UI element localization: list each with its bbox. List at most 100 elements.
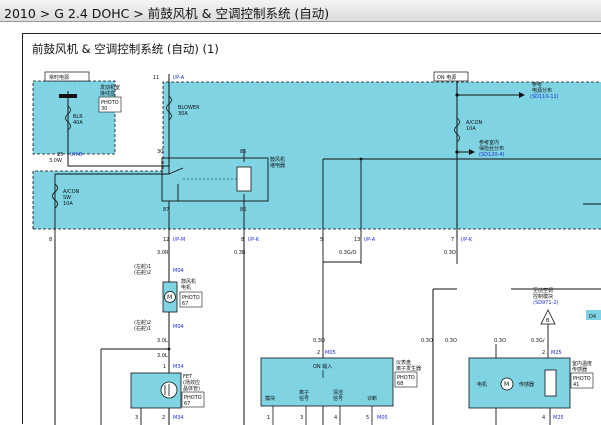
acon-sw-name-2: SW <box>63 195 71 201</box>
fuse-box-photo-no: 30 <box>101 106 107 112</box>
bottom-conn-6: I/P-K <box>461 237 473 243</box>
junction-outline <box>32 81 601 230</box>
fet-label-3: 晶体管) <box>183 385 200 392</box>
acon-fuse-name: A/CON <box>466 120 483 126</box>
fuse-box-fill <box>32 80 116 155</box>
ion-sub-module: 模块 <box>265 395 275 402</box>
blower-pin-top-2: (右舵)2 <box>134 269 151 276</box>
breadcrumb[interactable]: 2010 > G 2.4 DOHC > 前鼓风机 & 空调控制系统 (自动) <box>4 6 330 21</box>
sensor-pin-top: 2 <box>542 350 545 356</box>
ion-sub-clean-1: 清洁 <box>333 389 343 396</box>
sensor-pin-bot: 4 <box>542 415 545 421</box>
wire-03g: 0.3G/ <box>531 338 545 344</box>
diagram-frame: 前鼓风机 & 空调控制系统 (自动) (1) 常时电源 BLR 40A 发动机室… <box>22 33 601 425</box>
fet-photo-no: 67 <box>184 401 190 407</box>
top-pin: 11 <box>153 75 159 81</box>
relay-label-1: 鼓风机 <box>270 156 285 163</box>
svg-text:M: M <box>504 381 509 388</box>
edge-text: D4 <box>589 314 596 320</box>
wire-3l-b: 3.0L <box>157 353 168 359</box>
bottom-conn-5: I/P-A <box>364 237 376 243</box>
sensor-ref-code: (SD971-2) <box>533 300 559 306</box>
ion-label-1: 仪表盘 <box>396 359 411 366</box>
ion-pin-1: 1 <box>267 415 270 421</box>
wire-3r: 3.0R <box>157 250 169 256</box>
blower-photo-no: 67 <box>182 301 188 307</box>
fuse-box-header <box>44 71 90 82</box>
sensor-ref-1: 至前空调 <box>533 287 553 294</box>
fuse-box-wire: 3.0W <box>49 158 62 164</box>
svg-text:M: M <box>167 294 172 301</box>
blower-pin-bot-2: (右舵)1 <box>134 325 151 332</box>
bottom-conn-2: I/P-M <box>173 237 185 243</box>
fet-label-2: (场效应 <box>183 379 200 386</box>
fet-pin: 1 <box>163 364 166 370</box>
fuse-box-note-2: 接线盒 <box>100 90 115 97</box>
ref1-text-1: 参考 <box>532 81 542 88</box>
bottom-pin-3: 8 <box>241 237 244 243</box>
ion-photo: PHOTO <box>397 375 415 381</box>
sensor-photo-no: 41 <box>573 382 579 388</box>
wire-03o-e: 0.3O <box>494 338 506 344</box>
wire-03go: 0.3G/O <box>339 250 357 256</box>
wire-03o-a: 0.3O <box>444 250 456 256</box>
wire-3l-a: 3.0L <box>157 338 168 344</box>
ion-pin-4: 4 <box>334 415 337 421</box>
ion-sub-ion-2: 信号 <box>299 395 309 402</box>
top-bar: 2010 > G 2.4 DOHC > 前鼓风机 & 空调控制系统 (自动) <box>0 0 601 22</box>
sensor-motor: 电机 <box>477 381 487 388</box>
ion-label-2: 离子发生器 <box>396 365 421 372</box>
ref2-code: (SD120-4) <box>479 152 505 158</box>
fuse-box-photo: PHOTO <box>101 100 119 106</box>
wire-03o-b: 0.3O <box>313 338 325 344</box>
ion-conn: M05 <box>325 350 336 356</box>
acon-fuse-rating: 10A <box>466 126 476 132</box>
blower-conn-bot: M04 <box>173 324 184 330</box>
ion-pin-5: 5 <box>366 415 369 421</box>
ion-sub-clean-2: 信号 <box>333 395 343 402</box>
ion-sub-diag: 诊断 <box>367 395 377 402</box>
fet-pin-3: 3 <box>135 415 138 421</box>
sensor-photo: PHOTO <box>573 376 591 382</box>
ref2-text-2: 保险丝分布 <box>479 145 504 152</box>
fet-conn: M34 <box>173 364 184 370</box>
ion-pin-conn: M05 <box>377 415 388 421</box>
junction-fill-bottom <box>33 171 601 229</box>
bottom-pin-4: 5 <box>320 237 323 243</box>
fuse-box-conn: UH-B <box>70 152 83 158</box>
blower-label-2: 电机 <box>181 284 191 291</box>
edge-tab <box>586 310 601 320</box>
ref1-text-2: 电源分布 <box>532 87 552 94</box>
wire-03o-c: 0.3O <box>421 338 433 344</box>
sensor-ref-2: 控制模块 <box>533 293 553 300</box>
wire-03b: 0.3B <box>234 250 246 256</box>
blower-label-1: 鼓风机 <box>181 278 196 285</box>
ion-pin: 2 <box>317 350 320 356</box>
sensor-label-1: 室内温度 <box>572 360 592 367</box>
junction-fill-top <box>163 82 601 171</box>
bottom-pin-2: 12 <box>163 237 169 243</box>
diagram-title: 前鼓风机 & 空调控制系统 (自动) (1) <box>32 42 219 56</box>
ion-photo-no: 68 <box>397 381 403 387</box>
ion-box <box>260 357 394 407</box>
ion-pin-3: 3 <box>300 415 303 421</box>
blower-pin-top-1: (左舵)1 <box>134 263 151 270</box>
fet-label-1: FET <box>183 374 193 380</box>
acon-sw-rating: 10A <box>63 201 73 207</box>
relay-pin-30: 30 <box>157 149 163 155</box>
acon-sw-name-1: A/CON <box>63 189 80 195</box>
wiring-diagram: 常时电源 BLR 40A 发动机室 接线盒 PHOTO 30 25 UH-B 3… <box>32 71 601 425</box>
ref2-text-1: 参考室内 <box>479 139 499 146</box>
fuse-blr-name: BLR <box>73 114 83 120</box>
bottom-pin-5: 13 <box>354 237 360 243</box>
blower-conn-top: M04 <box>173 268 184 274</box>
ion-sub-ion-1: 离子 <box>299 389 309 396</box>
blower-pin-bot-1: (左舵)2 <box>134 319 151 326</box>
blower-relay-box <box>161 157 269 202</box>
sensor-label-2: 传感器 <box>572 366 587 373</box>
fet-photo: PHOTO <box>184 395 202 401</box>
ref1-code: (SD110-11) <box>530 94 559 100</box>
sensor-word: 传感器 <box>519 381 534 388</box>
fet-pin-conn: M34 <box>173 415 184 421</box>
fuse-box-pin: 25 <box>57 152 63 158</box>
